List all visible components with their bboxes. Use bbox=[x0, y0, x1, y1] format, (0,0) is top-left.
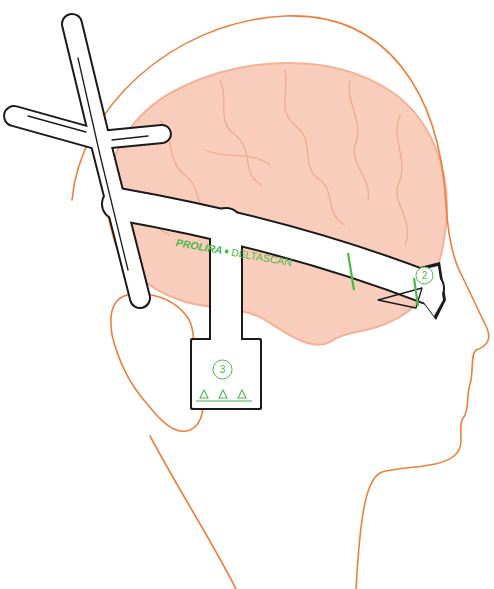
headset-pad-fill bbox=[192, 340, 260, 408]
callout-number: 3 bbox=[220, 365, 226, 375]
callout-ring bbox=[213, 360, 232, 379]
alignment-marks bbox=[348, 253, 418, 306]
headset-fill bbox=[14, 24, 428, 345]
callout-circle: 2 bbox=[415, 266, 434, 285]
callout-number: 2 bbox=[422, 271, 428, 281]
callout-ring bbox=[416, 267, 433, 284]
headset-outline bbox=[14, 24, 428, 345]
brand-bullet bbox=[223, 247, 231, 255]
head-outline bbox=[72, 16, 489, 589]
brain-shape bbox=[107, 63, 447, 345]
electrode-triangles bbox=[196, 390, 252, 401]
headset-pad-outline bbox=[190, 338, 262, 410]
headset-slots bbox=[28, 58, 148, 270]
callout-circle: 3 bbox=[212, 359, 233, 380]
